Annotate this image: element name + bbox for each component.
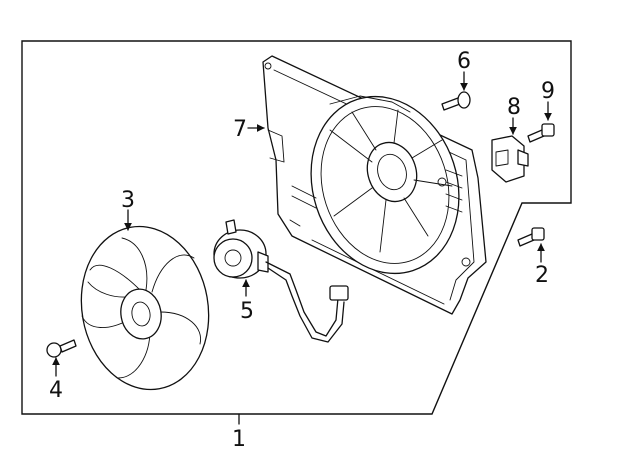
fan-motor xyxy=(213,219,349,343)
callout-7: 7 xyxy=(233,117,247,142)
callout-6: 6 xyxy=(457,49,471,74)
callout-4: 4 xyxy=(49,378,63,403)
callout-8: 8 xyxy=(507,95,521,120)
bolt-part-9 xyxy=(527,123,555,143)
fan-blade xyxy=(80,225,210,391)
resistor-module xyxy=(491,135,529,183)
callout-2: 2 xyxy=(535,263,549,288)
callout-5: 5 xyxy=(240,299,254,324)
fan-shroud xyxy=(262,55,487,315)
callout-1: 1 xyxy=(232,427,246,452)
callout-3: 3 xyxy=(121,188,135,213)
bolt-part-2 xyxy=(517,227,545,247)
assembly-frame xyxy=(21,40,572,415)
screw-part-4 xyxy=(46,339,77,358)
screw-part-6 xyxy=(441,91,471,111)
callout-9: 9 xyxy=(541,79,555,104)
